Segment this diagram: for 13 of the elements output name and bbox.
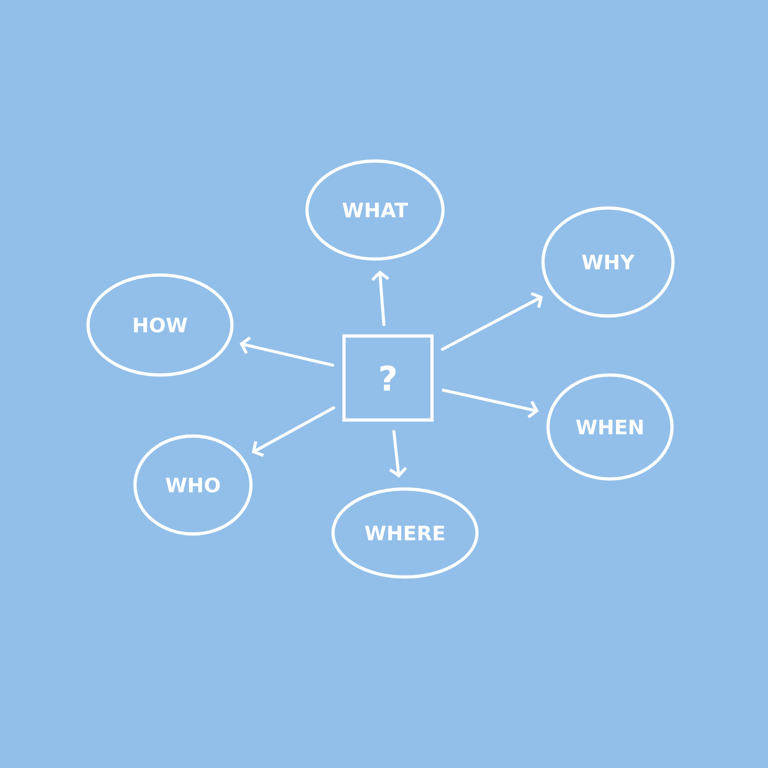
bubble: WHAT <box>305 159 445 261</box>
bubble: WHO <box>133 434 253 536</box>
question-box: ? <box>342 334 434 422</box>
arrow <box>252 406 336 457</box>
bubble: WHEN <box>546 373 674 481</box>
bubble: WHERE <box>331 487 479 579</box>
bubble: HOW <box>86 273 234 377</box>
arrow <box>371 270 390 326</box>
bubble: WHY <box>541 206 675 318</box>
arrow <box>389 430 407 478</box>
arrow <box>442 388 539 418</box>
arrow <box>240 336 334 367</box>
arrow <box>440 292 543 351</box>
